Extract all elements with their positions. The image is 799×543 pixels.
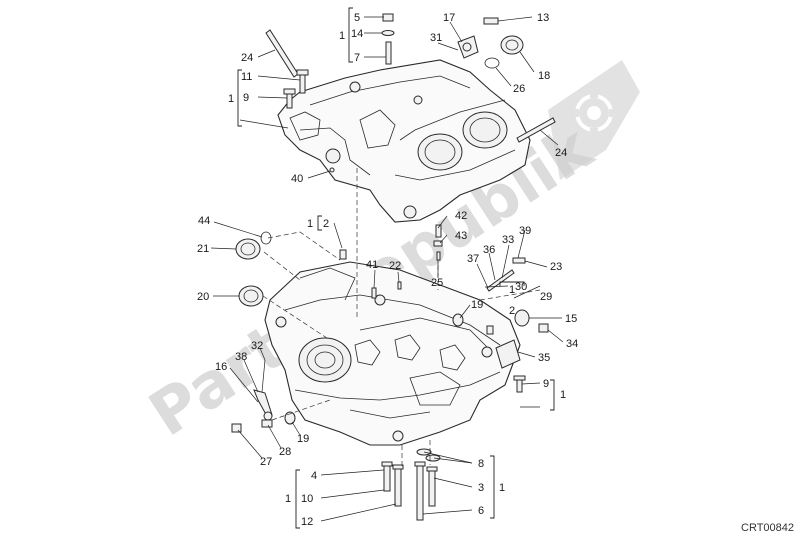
callout-2: 2: [323, 218, 329, 230]
callout-19: 19: [471, 299, 483, 311]
callout-13: 13: [537, 12, 549, 24]
callout-14: 14: [351, 28, 363, 40]
callout-33: 33: [502, 234, 514, 246]
callout-2: 2: [509, 305, 515, 317]
alignment-lines: [262, 168, 541, 468]
callout-23: 23: [550, 261, 562, 273]
callout-1: 1: [509, 284, 515, 296]
callout-1: 1: [307, 218, 313, 230]
callout-25: 25: [431, 277, 443, 289]
callout-42: 42: [455, 210, 467, 222]
callout-6: 6: [478, 505, 484, 517]
callout-1: 1: [285, 493, 291, 505]
callout-19: 19: [297, 433, 309, 445]
callout-35: 35: [538, 352, 550, 364]
callout-43: 43: [455, 230, 467, 242]
callout-1: 1: [339, 30, 345, 42]
callout-40: 40: [291, 173, 303, 185]
callout-24: 24: [241, 52, 253, 64]
callout-10: 10: [301, 493, 313, 505]
callout-9: 9: [543, 378, 549, 390]
upper-small-parts: [265, 13, 556, 173]
callout-32: 32: [251, 340, 263, 352]
group-braces: [237, 7, 555, 529]
callout-34: 34: [566, 338, 578, 350]
callout-30: 30: [515, 281, 527, 293]
callout-17: 17: [443, 12, 455, 24]
lower-crankcase-half: [264, 261, 521, 446]
callout-37: 37: [467, 253, 479, 265]
callout-26: 26: [513, 83, 525, 95]
callout-44: 44: [198, 215, 210, 227]
callout-22: 22: [389, 260, 401, 272]
callout-36: 36: [483, 244, 495, 256]
callout-12: 12: [301, 516, 313, 528]
callout-labels: 5 14 7 1 17 13 31 18 26 24 11 9 1 24 40 …: [197, 12, 578, 528]
callout-8: 8: [478, 458, 484, 470]
callout-41: 41: [366, 259, 378, 271]
callout-29: 29: [540, 291, 552, 303]
gear-flag-icon: [548, 60, 640, 180]
callout-15: 15: [565, 313, 577, 325]
callout-27: 27: [260, 456, 272, 468]
lower-small-parts: [231, 224, 549, 521]
callout-7: 7: [354, 52, 360, 64]
callout-1: 1: [228, 93, 234, 105]
callout-21: 21: [197, 243, 209, 255]
upper-crankcase-half: [277, 59, 531, 223]
callout-28: 28: [279, 446, 291, 458]
callout-39: 39: [519, 225, 531, 237]
callout-16: 16: [215, 361, 227, 373]
callout-1: 1: [560, 389, 566, 401]
callout-9: 9: [243, 92, 249, 104]
callout-38: 38: [235, 351, 247, 363]
callout-11: 11: [241, 71, 252, 83]
drawing-code: CRT00842: [741, 522, 794, 534]
callout-24: 24: [555, 147, 567, 159]
callout-20: 20: [197, 291, 209, 303]
callout-1: 1: [499, 482, 505, 494]
leader-lines: [210, 16, 564, 522]
callout-4: 4: [311, 470, 317, 482]
callout-31: 31: [430, 32, 442, 44]
callout-18: 18: [538, 70, 550, 82]
callout-5: 5: [354, 12, 360, 24]
callout-3: 3: [478, 482, 484, 494]
